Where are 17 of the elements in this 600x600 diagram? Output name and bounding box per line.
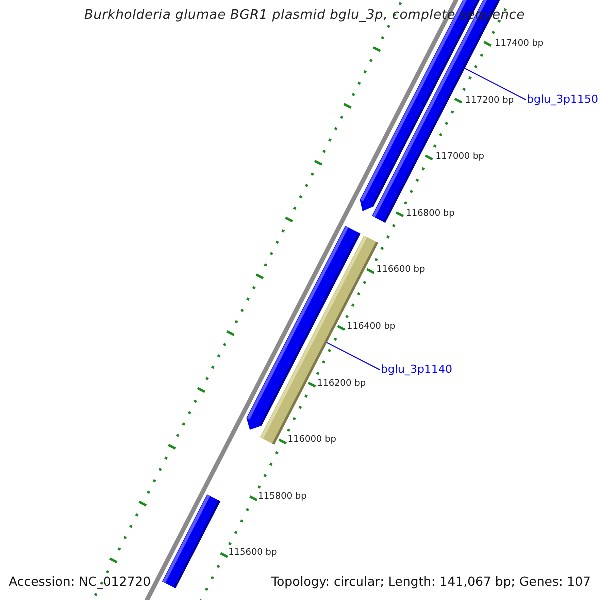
scale-label: 117000 bp	[436, 152, 484, 162]
scale-label: 115600 bp	[228, 548, 278, 558]
scale-label: 116800 bp	[406, 208, 455, 219]
scale-label: 115800 bp	[258, 492, 307, 502]
scale-label: 116000 bp	[288, 435, 336, 446]
scale-label: 117200 bp	[465, 96, 514, 106]
summary-text: Topology: circular; Length: 141,067 bp; Genes: 107	[272, 574, 591, 589]
gene-bar	[162, 494, 221, 589]
scale-label: 116600 bp	[376, 265, 426, 276]
leader-line	[326, 342, 380, 370]
leader-line	[464, 68, 526, 100]
gene-label: bglu_3p1150	[527, 93, 598, 106]
scale-label: 117400 bp	[495, 39, 544, 49]
scale-label: 116400 bp	[347, 322, 396, 332]
accession-text: Accession: NC_012720	[9, 574, 152, 589]
scale-label: 116200 bp	[317, 378, 366, 389]
gene-label: bglu_3p1140	[381, 363, 452, 376]
